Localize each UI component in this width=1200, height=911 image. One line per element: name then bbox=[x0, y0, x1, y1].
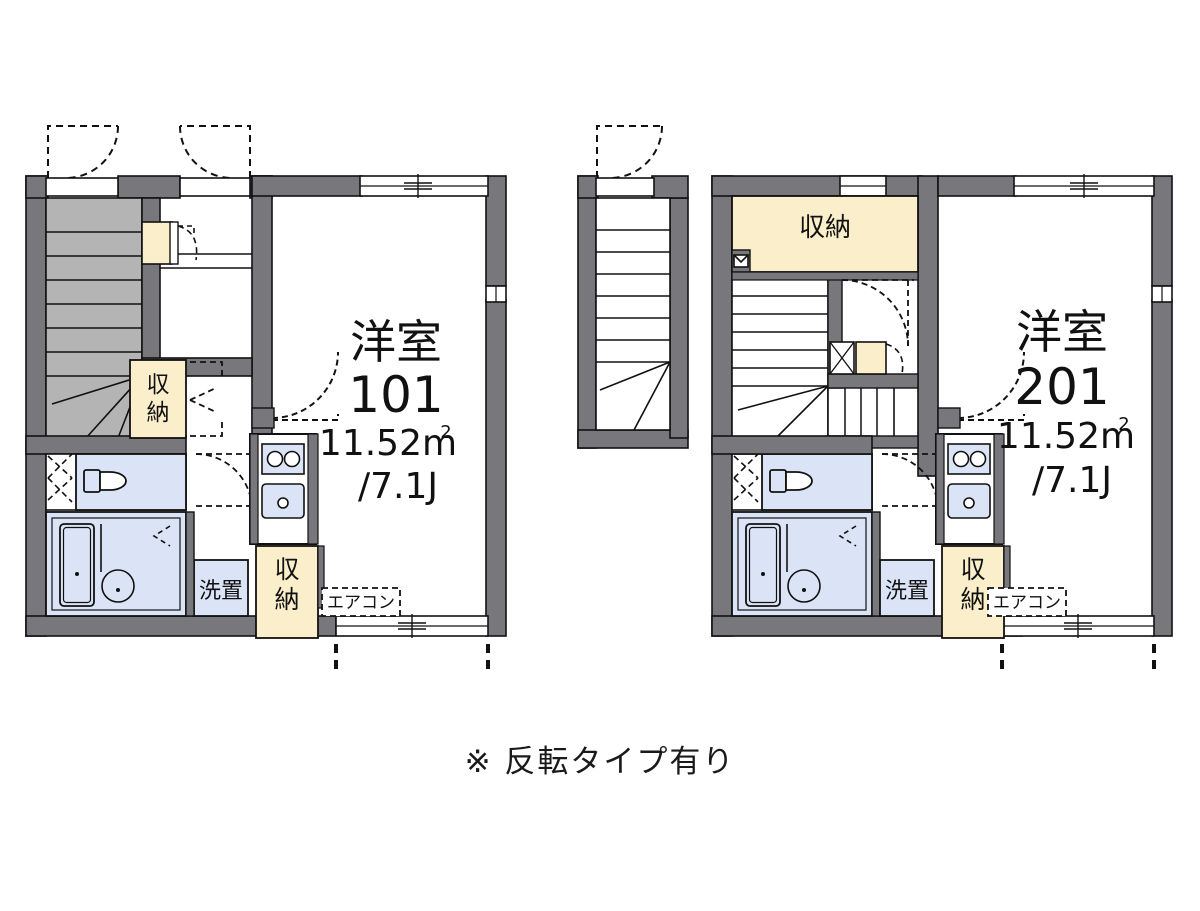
detached-staircase-201 bbox=[577, 125, 689, 449]
bath-wall-101 bbox=[185, 511, 195, 617]
kitchen-101 bbox=[249, 433, 317, 545]
entrance-door-swings-101 bbox=[47, 125, 251, 179]
kitchen-201 bbox=[935, 433, 1003, 545]
room-area-101: 11.52m bbox=[319, 423, 457, 464]
windows-201 bbox=[839, 174, 1173, 670]
room-label-201: 洋室 201 11.52m 2 /7.1J bbox=[997, 305, 1135, 501]
room-door-swing-101 bbox=[271, 351, 339, 421]
stove-2-burner-icon bbox=[261, 443, 305, 475]
stove-2-burner-icon bbox=[947, 443, 991, 475]
room-door-swing-201 bbox=[957, 351, 1025, 421]
room-area-201: 11.52m bbox=[997, 416, 1135, 457]
storage-wall-101 bbox=[317, 545, 325, 609]
aircon-label-201: エアコン bbox=[993, 593, 1061, 613]
mailbox-icon bbox=[733, 254, 749, 268]
bathroom-201 bbox=[731, 511, 873, 617]
storage-upper-label2-101: 納 bbox=[147, 400, 170, 426]
toilet-icon bbox=[83, 469, 127, 493]
kitchen-wall-right-101 bbox=[307, 433, 319, 545]
aircon-201: エアコン bbox=[987, 587, 1067, 617]
storage-upper-label-101: 収 bbox=[147, 372, 170, 398]
bathtub-icon bbox=[59, 523, 95, 607]
reverse-type-footnote: ※ 反転タイプ有り bbox=[464, 744, 736, 780]
aircon-101: エアコン bbox=[321, 587, 401, 617]
washer-201: 洗置 bbox=[879, 559, 935, 617]
room-type-label-201: 洋室 bbox=[1016, 305, 1108, 359]
room-jo-201: /7.1J bbox=[1032, 460, 1112, 501]
unit-201-plan: 収納 bbox=[577, 125, 1173, 670]
landing-cabinet-201 bbox=[829, 341, 904, 375]
room-label-101: 洋室 101 11.52m 2 /7.1J bbox=[319, 315, 457, 507]
washer-label-201: 洗置 bbox=[885, 579, 929, 604]
storage-lower-label2-201: 納 bbox=[960, 585, 985, 614]
room-type-label-101: 洋室 bbox=[350, 315, 442, 369]
kitchen-sink-icon bbox=[947, 483, 991, 519]
bathtub-icon bbox=[745, 523, 781, 607]
kitchen-wall-left-201 bbox=[935, 433, 945, 545]
hall-door-swing-201 bbox=[841, 279, 914, 347]
bath-wall-201 bbox=[871, 511, 881, 617]
shoe-cabinet-101 bbox=[141, 221, 198, 265]
toilet-room-201 bbox=[731, 453, 873, 511]
washer-label-101: 洗置 bbox=[199, 579, 243, 604]
toilet-top-wall-201 bbox=[711, 435, 873, 455]
aircon-label-101: エアコン bbox=[327, 593, 395, 613]
toilet-room-101 bbox=[45, 453, 187, 511]
room-number-101: 101 bbox=[348, 366, 443, 424]
bathroom-101 bbox=[45, 511, 187, 617]
bath-door-swing-101 bbox=[195, 453, 253, 512]
unit-101-plan: 収 納 bbox=[25, 125, 507, 670]
kitchen-wall-left-101 bbox=[249, 433, 259, 545]
windows-101 bbox=[334, 174, 507, 670]
washbasin-icon bbox=[101, 569, 135, 603]
storage-lower-101: 収 納 bbox=[255, 545, 319, 639]
entry-doors-101 bbox=[45, 177, 251, 197]
door-jamb-101 bbox=[251, 407, 275, 429]
storage-top-201: 収納 bbox=[731, 195, 919, 273]
kitchen-sink-icon bbox=[261, 483, 305, 519]
room-area-sup-201: 2 bbox=[1118, 414, 1129, 435]
room-number-201: 201 bbox=[1014, 358, 1109, 416]
toilet-icon bbox=[769, 469, 813, 493]
staircase-101 bbox=[45, 197, 143, 439]
door-jamb-201 bbox=[937, 407, 961, 429]
room-jo-101: /7.1J bbox=[358, 466, 438, 507]
detached-stair-door-swing-201 bbox=[596, 125, 663, 179]
storage-lower-label-101: 収 bbox=[274, 555, 299, 584]
storage-top-label-201: 収納 bbox=[799, 213, 851, 243]
storage-lower-label2-101: 納 bbox=[274, 585, 299, 614]
room-area-sup-101: 2 bbox=[440, 422, 451, 443]
washbasin-icon bbox=[787, 569, 821, 603]
storage-base-wall-201 bbox=[731, 271, 919, 281]
storage-upper-101: 収 納 bbox=[129, 359, 187, 439]
storage-upper-door-101 bbox=[189, 361, 223, 437]
stair-landing-wall-201 bbox=[827, 373, 919, 389]
storage-lower-label-201: 収 bbox=[960, 555, 985, 584]
kitchen-wall-right-201 bbox=[993, 433, 1005, 545]
washer-101: 洗置 bbox=[193, 559, 249, 617]
